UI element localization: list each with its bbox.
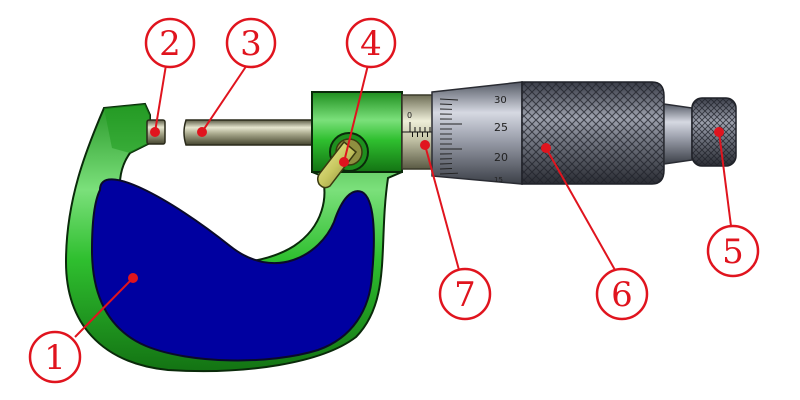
leader-7 (424, 144, 460, 271)
thimble-scale-label-30: 30 (494, 95, 507, 106)
callout-1-label: 1 (44, 338, 66, 378)
leader-5 (718, 131, 732, 227)
leader-dot-3 (197, 127, 207, 137)
leader-dot-5 (714, 127, 724, 137)
sleeve-scale-label-0: 0 (407, 111, 412, 120)
leader-dots (128, 127, 724, 283)
leader-dot-4 (339, 157, 349, 167)
spindle (183, 119, 319, 146)
thimble-scale-label-20: 20 (494, 151, 508, 164)
callout-4-label: 4 (360, 24, 382, 64)
leader-1 (74, 277, 134, 338)
ratchet-neck (663, 103, 693, 165)
leader-3 (201, 64, 248, 133)
leader-dot-2 (150, 127, 160, 137)
callout-6-label: 6 (611, 275, 633, 315)
frame-anvil-block (104, 104, 150, 153)
callout-3: 3 (225, 17, 277, 69)
callout-1: 1 (28, 330, 82, 384)
leader-dot-6 (541, 143, 551, 153)
leader-dot-7 (420, 140, 430, 150)
thimble-scale-label-25: 25 (494, 121, 508, 134)
leader-6 (545, 147, 616, 271)
callout-5-label: 5 (722, 232, 744, 272)
callout-2: 2 (144, 17, 196, 69)
callout-5: 5 (706, 224, 760, 278)
leader-dot-1 (128, 273, 138, 283)
leader-4 (343, 64, 369, 163)
callout-7-label: 7 (454, 275, 476, 315)
thimble-scale-label-15: 15 (494, 176, 503, 184)
callout-7: 7 (438, 267, 492, 321)
frame-inner-panel (90, 178, 375, 362)
thimble-grip-knurl (522, 82, 664, 184)
callout-3-label: 3 (240, 24, 262, 64)
callout-6: 6 (595, 267, 649, 321)
thimble-graduations (439, 98, 462, 175)
callout-2-label: 2 (159, 24, 181, 64)
leader-2 (154, 64, 167, 133)
callout-4: 4 (345, 17, 397, 69)
leader-lines (74, 64, 732, 338)
